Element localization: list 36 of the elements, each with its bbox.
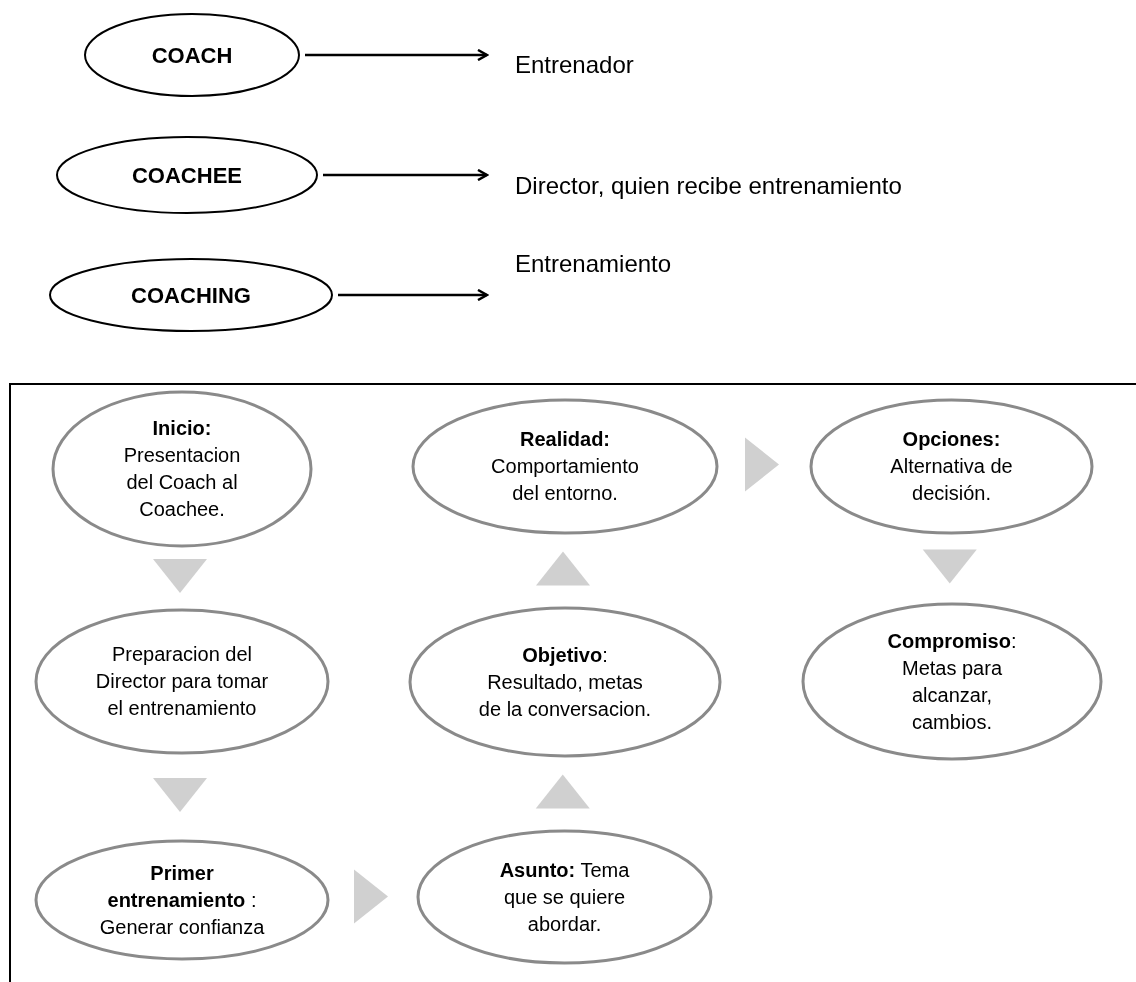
panel-frame — [9, 383, 1136, 982]
term-ellipse — [83, 12, 301, 98]
step-ellipse — [34, 608, 330, 755]
chevron-arrow — [354, 869, 388, 924]
arrow — [323, 168, 489, 182]
step-text: Compromiso: Metas para alcanzar, cambios. — [886, 628, 1018, 735]
step-text: Preparacion del Director para tomar el entrenamiento — [94, 642, 270, 721]
step-text: Realidad: Comportamiento del entorno. — [490, 427, 640, 506]
step-ellipse — [34, 839, 330, 961]
step-ellipse — [51, 390, 313, 548]
arrow — [338, 288, 489, 302]
chevron-arrow — [535, 774, 590, 809]
step-ellipse — [809, 398, 1094, 535]
term-label: COACH — [151, 41, 233, 70]
definition-text: Entrenamiento — [515, 249, 672, 279]
term-ellipse — [48, 257, 334, 333]
term-label: COACHEE — [132, 161, 242, 190]
step-ellipse — [801, 602, 1103, 761]
term-ellipse — [55, 135, 319, 215]
chevron-arrow — [536, 551, 590, 586]
step-ellipse — [416, 829, 713, 965]
step-text: Opciones: Alternativa de decisión. — [889, 427, 1014, 506]
chevron-arrow — [153, 559, 207, 593]
step-text: Primer entrenamiento : Generar confianza — [98, 860, 266, 940]
step-text: Asunto: Tema que se quiere abordar. — [498, 857, 631, 937]
term-label: COACHING — [131, 281, 251, 310]
step-text: Inicio: Presentacion del Coach al Coachee. — [122, 416, 242, 522]
definition-text: Entrenador — [515, 50, 634, 80]
definition-text: Director, quien recibe entrenamiento — [515, 171, 902, 201]
step-ellipse — [411, 398, 719, 535]
chevron-arrow — [922, 549, 977, 584]
chevron-arrow — [153, 778, 207, 812]
step-text: Objetivo: Resultado, metas de la conversacion. — [477, 642, 653, 722]
arrow — [305, 48, 489, 62]
step-ellipse — [408, 606, 722, 758]
chevron-arrow — [745, 437, 779, 492]
